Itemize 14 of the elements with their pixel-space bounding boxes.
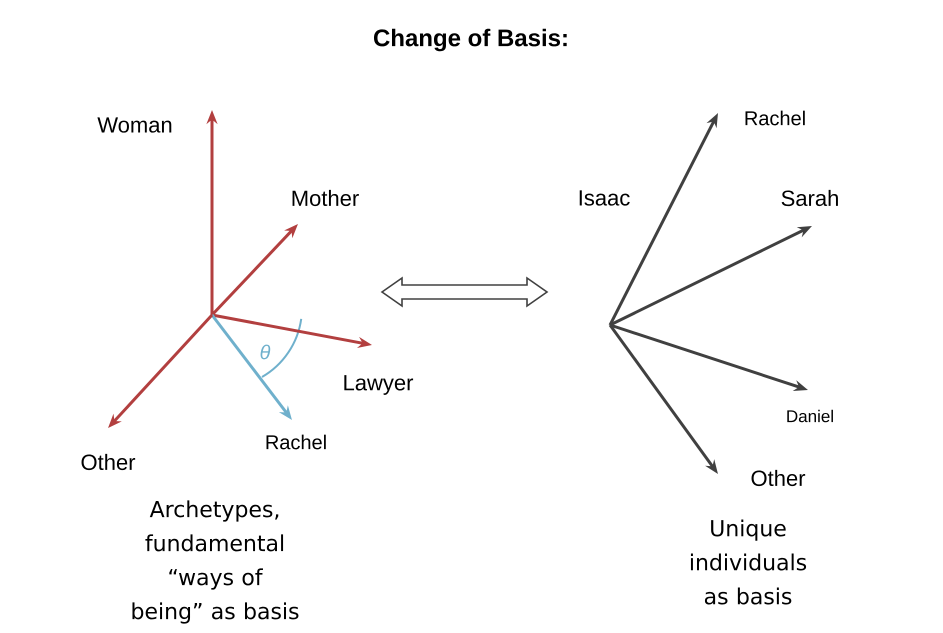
axis-label: Woman <box>97 117 172 133</box>
caption: Archetypes, fundamental “ways of being” as basis <box>132 500 298 624</box>
title: Change of Basis: <box>374 28 567 52</box>
axis-label: Mother <box>292 190 359 206</box>
axis-label: Sarah <box>782 190 838 206</box>
axis-label: Rachel <box>746 110 805 126</box>
axis-label: Isaac <box>580 190 630 206</box>
angle-label: θ <box>260 344 270 360</box>
axis-label: Rachel <box>266 434 326 450</box>
axis-label: Daniel <box>787 410 833 422</box>
axis-label: Lawyer <box>344 375 414 395</box>
axis-label: Other <box>82 454 136 470</box>
axis-label: Other <box>752 470 806 486</box>
caption: Unique individuals as basis <box>690 520 806 605</box>
